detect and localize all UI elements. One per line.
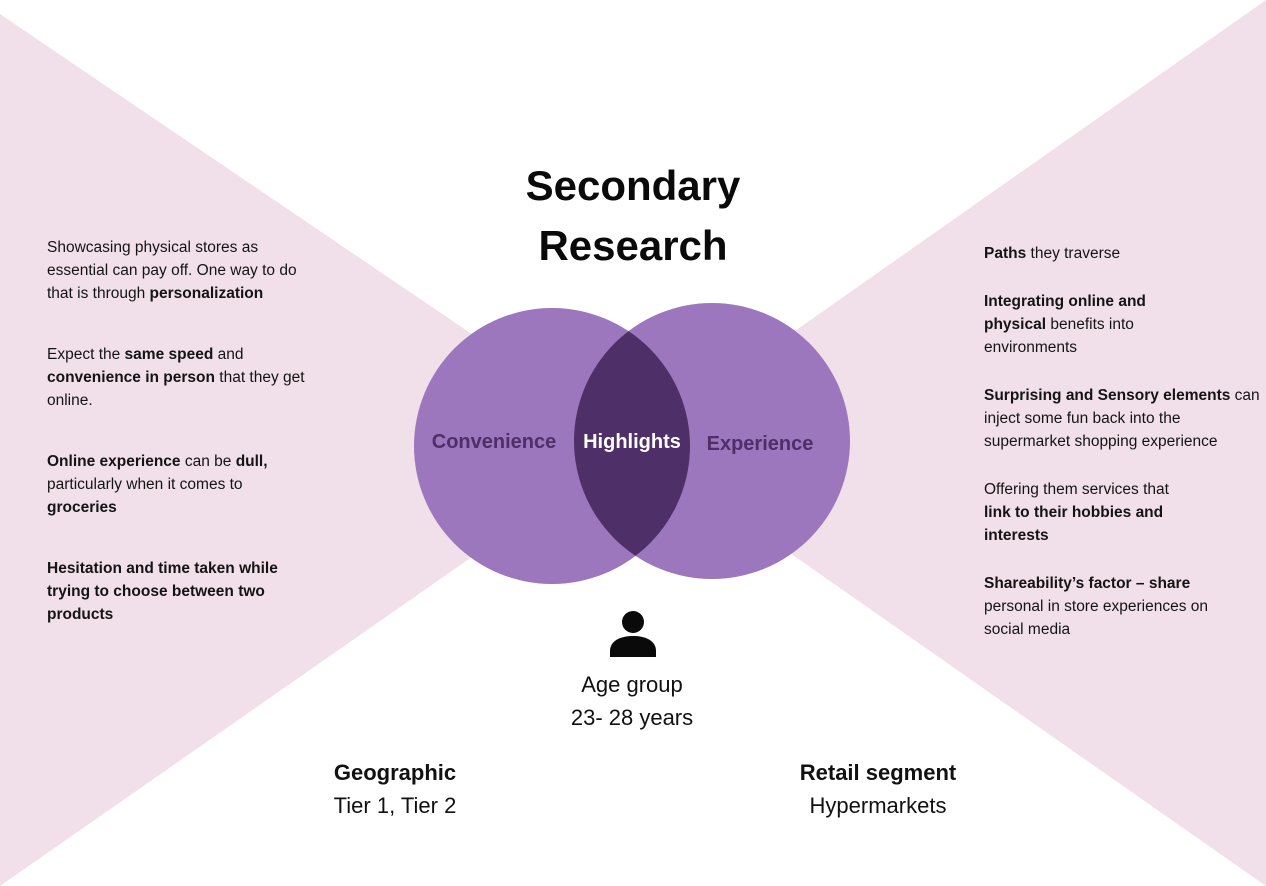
person-icon [610,611,656,657]
age-group-value: 23- 28 years [570,705,694,730]
left-note-3-bold-1: Online experience [47,453,181,470]
geographic: Geographic Tier 1, Tier 2 [285,756,505,822]
left-note-4: Hesitation and time taken while trying t… [47,557,307,626]
retail-segment: Retail segment Hypermarkets [758,756,998,822]
right-note-2-bold-1: Integrating online and physical [984,293,1146,333]
right-notes: Paths they traverse Integrating online a… [984,242,1262,641]
left-note-2-text-5: that they get online. [47,369,305,409]
geographic-label: Geographic [333,760,457,785]
left-note-1: Showcasing physical stores as essential … [47,236,307,305]
right-note-1: Paths they traverse [984,242,1262,265]
right-note-1-bold-1: Paths [984,245,1027,262]
highlights-intersection [574,308,690,579]
convenience-label: Convenience [431,431,557,453]
left-note-3-text-2: can be [180,453,236,470]
left-note-4-bold-1: Hesitation and time taken while trying t… [47,560,278,623]
left-notes: Showcasing physical stores as essential … [47,236,307,626]
left-note-3-bold-3: dull, [235,453,268,470]
left-note-2: Expect the same speed and convenience in… [47,343,307,412]
left-note-3: Online experience can be dull, particula… [47,450,307,519]
age-group-label: Age group [581,672,683,697]
right-note-1-text-2: they traverse [1026,245,1121,262]
right-note-3-text-2: can inject some fun back into the superm… [984,387,1260,450]
right-note-2-text-2: benefits into environments [984,316,1134,356]
title-line-2: Research [538,222,728,269]
right-note-2: Integrating online and physical benefits… [984,290,1164,359]
right-note-4-bold-2: link to their hobbies and interests [984,504,1164,544]
left-background-triangle [0,14,634,886]
highlights-label: Highlights [583,431,681,453]
right-background-triangle [634,0,1266,886]
title-line-1: Secondary [525,162,741,209]
left-note-2-text-1: Expect the [47,346,125,363]
left-note-3-text-4: particularly when it comes to [47,476,243,493]
geographic-value: Tier 1, Tier 2 [333,793,457,818]
left-note-2-bold-2: same speed [124,346,214,363]
left-note-2-text-3: and [213,346,244,363]
age-group: Age group 23- 28 years [532,668,732,734]
retail-segment-label: Retail segment [799,760,957,785]
right-note-3-bold-1: Surprising and Sensory elements [984,387,1231,404]
page-title: Secondary Research [433,156,833,276]
left-note-2-bold-4: convenience in person [47,369,215,386]
right-note-5-text-2: personal in store experiences on social … [984,598,1209,638]
right-note-5-bold-1: Shareability’s factor – share [984,575,1191,592]
right-note-4-text-1: Offering them services that [984,481,1169,498]
right-note-4: Offering them services that link to thei… [984,478,1174,547]
experience-label: Experience [706,433,814,455]
retail-segment-value: Hypermarkets [809,793,947,818]
left-note-3-bold-5: groceries [47,499,117,516]
right-note-3: Surprising and Sensory elements can inje… [984,384,1262,453]
left-note-1-bold-2: personalization [149,285,264,302]
left-note-1-text-1: Showcasing physical stores as essential … [47,239,297,302]
right-note-5: Shareability’s factor – share personal i… [984,572,1209,641]
